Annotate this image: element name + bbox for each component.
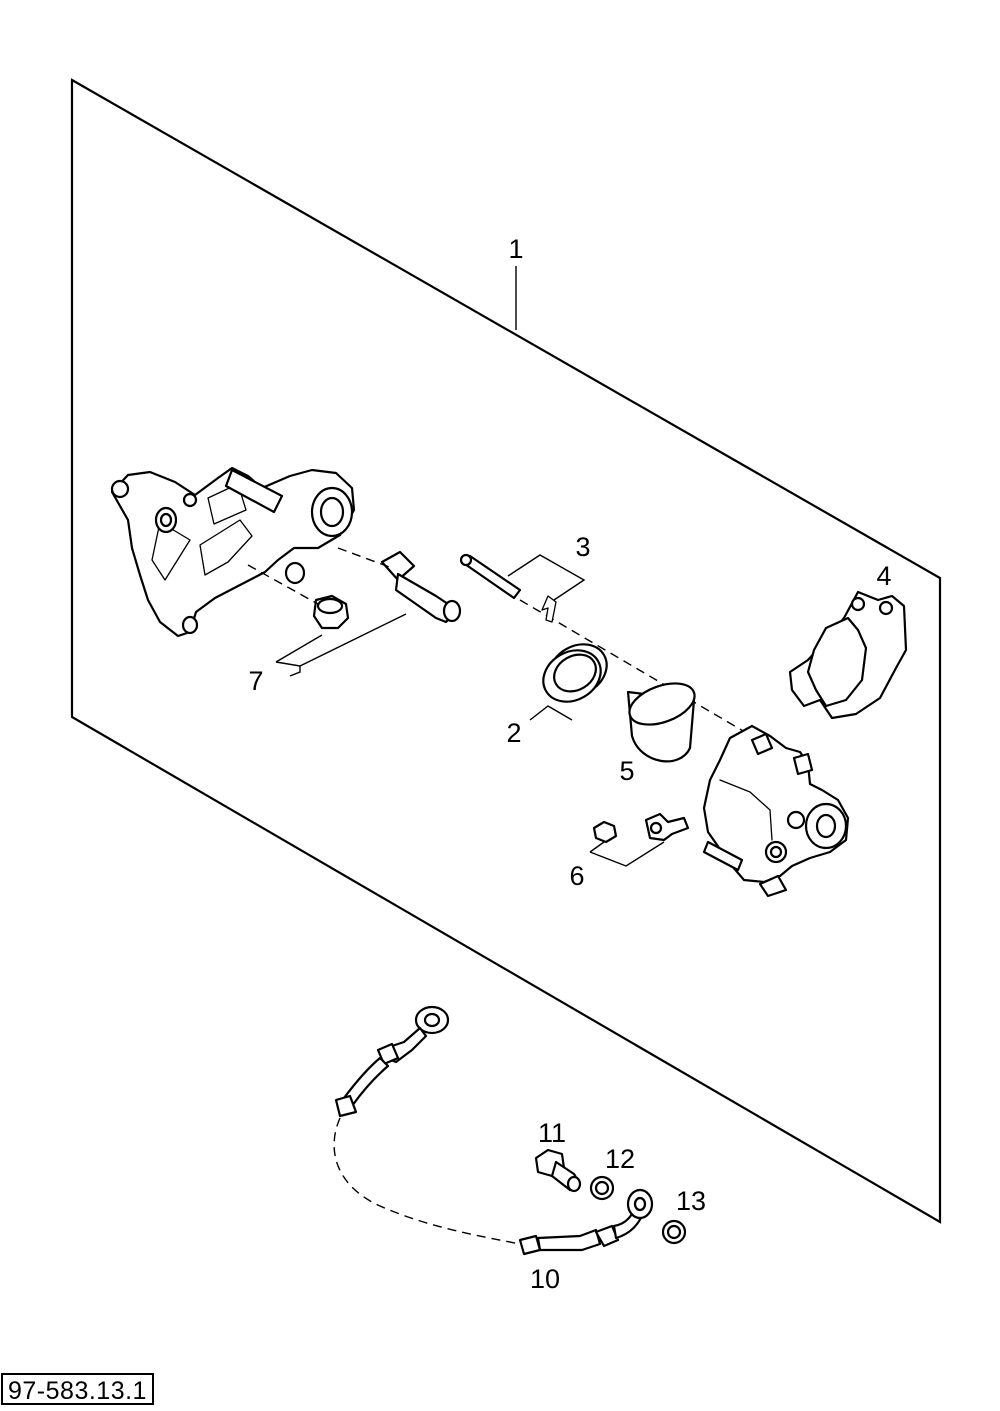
hose-dashed-section (333, 1117, 521, 1245)
callout-5: 5 (619, 756, 634, 786)
callout-4: 4 (876, 561, 891, 591)
pin-clip (541, 595, 557, 623)
leader-6 (589, 841, 665, 867)
retaining-pin (459, 553, 522, 600)
axis-line-bracket (337, 547, 393, 569)
callout-11: 11 (538, 1118, 566, 1148)
rubber-cap (312, 594, 350, 630)
leader-7 (275, 613, 407, 677)
caliper-piston (626, 682, 696, 763)
sealing-washer-13 (661, 1219, 687, 1245)
piston-seal (542, 643, 608, 703)
bleeder-cap (592, 820, 618, 844)
caliper-housing (702, 724, 850, 898)
kit-panel (70, 78, 942, 1224)
callout-2: 2 (506, 718, 521, 748)
callout-12: 12 (605, 1144, 635, 1174)
axis-line-cap (247, 564, 319, 605)
sealing-washer-12 (589, 1175, 615, 1201)
brake-hose (334, 1005, 654, 1256)
callout-13: 13 (676, 1186, 706, 1216)
banjo-bolt (534, 1148, 582, 1193)
leader-3 (507, 554, 586, 601)
bleeder-screw (644, 812, 690, 842)
callout-7: 7 (248, 666, 263, 696)
brake-pads (788, 590, 908, 720)
callout-6: 6 (569, 861, 584, 891)
leader-2 (529, 705, 573, 721)
callout-1: 1 (508, 234, 523, 264)
slide-pin (380, 550, 462, 624)
callout-10: 10 (530, 1264, 560, 1294)
figure-id-label: 97-583.13.1 (1, 1373, 154, 1405)
caliper-bracket (110, 466, 356, 638)
callout-3: 3 (575, 532, 590, 562)
